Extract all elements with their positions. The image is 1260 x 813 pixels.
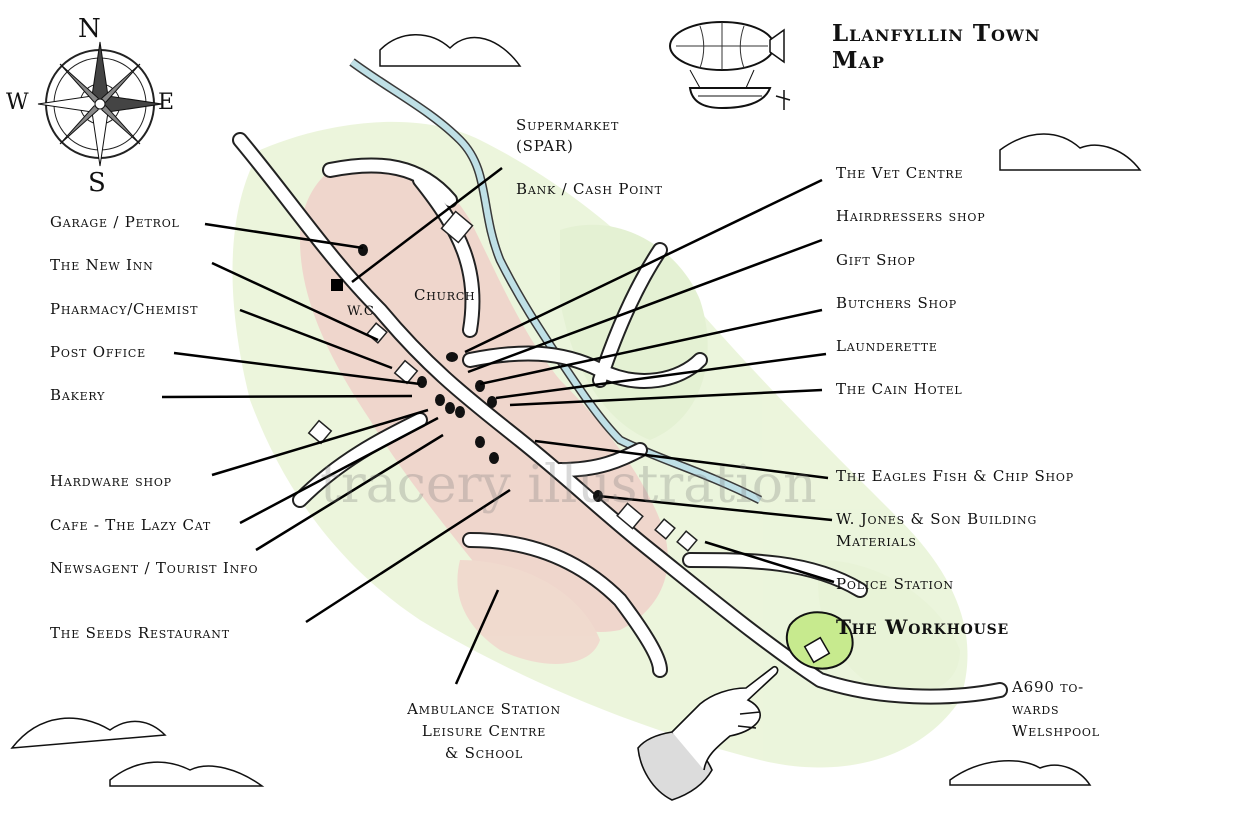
label-new-inn: The New Inn [50,256,154,274]
label-workhouse: The Workhouse [836,615,1010,639]
label-bank: Bank / Cash Point [516,180,663,198]
buildings [307,210,698,552]
label-hardware: Hardware shop [50,472,172,490]
label-jones-building: W. Jones & Son Building [836,510,1038,528]
label-police-station: Police Station [836,575,954,593]
compass-west-label: W [6,90,30,115]
label-welshpool: Welshpool [1012,722,1100,740]
label-ambulance-station: Ambulance Station [407,700,561,718]
label-vet-centre: The Vet Centre [836,164,964,182]
church-label: Church [414,286,476,304]
pointing-hand-illustration [637,665,779,801]
label-jones-materials: Materials [836,532,917,550]
compass-rose [37,41,163,167]
workhouse-marker [785,611,854,670]
label-supermarket-spar: (SPAR) [516,137,574,155]
label-garage: Garage / Petrol [50,213,180,231]
airship-illustration [669,21,791,110]
label-hairdressers: Hairdressers shop [836,207,986,225]
label-school: & School [444,744,524,762]
compass-south-label: S [88,168,107,198]
watermark: tracery illustration [320,455,817,515]
label-seeds-restaurant: The Seeds Restaurant [50,624,230,642]
label-a690: A690 to- [1012,678,1085,696]
compass-east-label: E [158,90,175,115]
map-title: Llanfyllin Town Map [832,20,1041,74]
pink-town-wash [300,157,668,664]
label-leisure-centre: Leisure Centre [421,722,547,740]
label-cafe: Cafe - The Lazy Cat [50,516,212,534]
label-newsagent: Newsagent / Tourist Info [50,559,259,577]
compass-north-label: N [78,14,102,44]
label-gift-shop: Gift Shop [836,251,916,269]
label-butchers: Butchers Shop [836,294,957,312]
wc-label: W.C [347,304,375,319]
label-bakery: Bakery [50,386,106,404]
supermarket-marker [331,279,343,291]
map-title-line1: Llanfyllin Town [832,20,1041,47]
label-launderette: Launderette [836,337,938,355]
label-post-office: Post Office [50,343,146,361]
label-supermarket: Supermarket [516,116,620,134]
label-a690-wards: wards [1012,700,1060,718]
label-cain-hotel: The Cain Hotel [836,380,963,398]
label-eagles-fish-chip: The Eagles Fish & Chip Shop [836,467,1074,485]
hills-illustration [10,34,1142,787]
location-dots [358,244,603,502]
label-pharmacy: Pharmacy/Chemist [50,300,199,318]
leader-lines [161,167,835,685]
map-title-line2: Map [832,47,885,74]
